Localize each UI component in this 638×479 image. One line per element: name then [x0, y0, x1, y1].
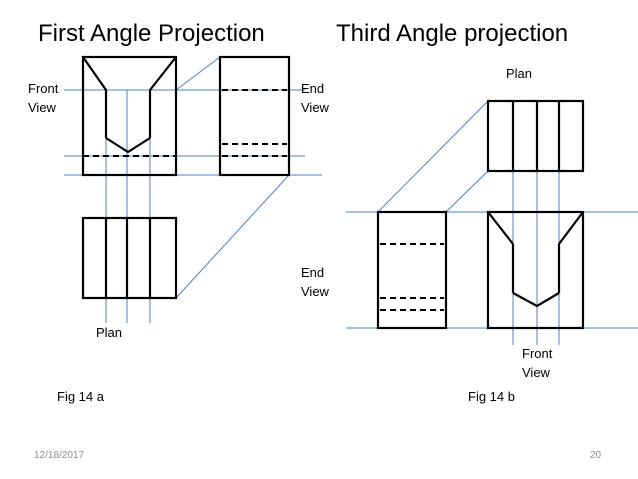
first-angle-end-view-bottom-label: End View: [301, 264, 329, 302]
third-angle-plan-view: [486, 99, 585, 173]
end-view-top-label-line-1: End: [301, 81, 325, 96]
third-angle-end-view: [376, 210, 448, 330]
first-angle-front-view-label: Front View: [28, 80, 58, 118]
right-title: Third Angle projection: [336, 20, 569, 47]
front-view-label-line-2: View: [28, 99, 56, 115]
first-angle-projection-lines: [64, 56, 322, 323]
first-angle-end-view: [218, 55, 291, 177]
fig-14b-caption: Fig 14 b: [468, 389, 515, 404]
first-angle-drawing: [64, 55, 322, 323]
first-angle-plan-label: Plan: [96, 325, 123, 340]
third-front-view-label-line-2: View: [522, 364, 550, 380]
footer-date: 12/18/2017: [34, 450, 85, 461]
first-angle-plan-view: [81, 216, 178, 300]
third-front-view-label-line-1: Front: [522, 346, 553, 361]
fig-14a-caption: Fig 14 a: [57, 389, 104, 404]
front-view-label-line-1: Front: [28, 81, 59, 96]
end-view-bottom-label-line-2: View: [301, 283, 329, 299]
third-angle-drawing: [346, 99, 638, 345]
third-angle-front-view: [486, 210, 585, 330]
first-angle-end-view-top-label: End View: [301, 80, 329, 118]
end-view-bottom-label-line-1: End: [301, 265, 325, 280]
footer-page-number: 20: [590, 450, 602, 461]
end-view-top-label-line-2: View: [301, 99, 329, 115]
third-angle-front-view-label: Front View: [522, 345, 552, 383]
left-title: First Angle Projection: [38, 20, 265, 47]
third-angle-plan-label: Plan: [506, 66, 533, 81]
first-angle-front-view: [81, 55, 178, 177]
third-angle-projection-lines: [346, 100, 638, 345]
